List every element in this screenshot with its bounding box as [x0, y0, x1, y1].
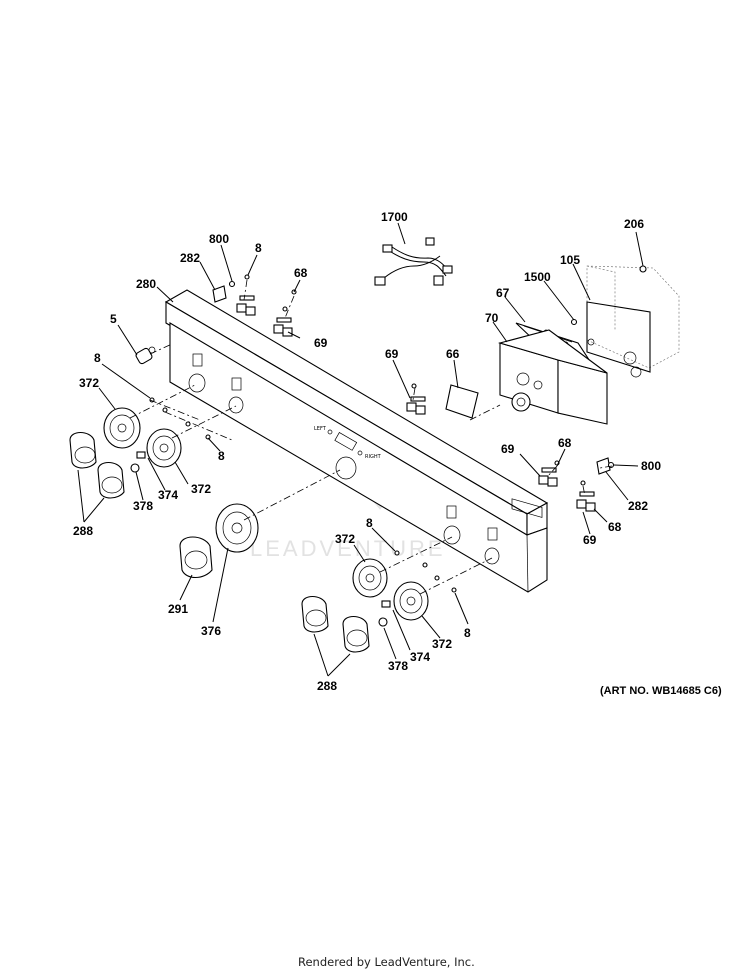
- footer-credit: Rendered by LeadVenture, Inc.: [298, 955, 475, 969]
- label-8-left-low: 8: [218, 449, 225, 463]
- label-1700: 1700: [381, 210, 408, 224]
- label-69-mid: 69: [385, 347, 399, 361]
- left-knob-group: [69, 407, 182, 499]
- label-800-top: 800: [209, 232, 229, 246]
- right-knob-group: [301, 558, 429, 653]
- switch-clusters: [149, 274, 615, 593]
- label-69-right-low: 69: [583, 533, 597, 547]
- callout-labels: 1700 206 800 8 282 68 105 1500 280 67 5 …: [73, 210, 661, 693]
- label-378-left: 378: [133, 499, 153, 513]
- wire-harness-1700: [374, 237, 453, 286]
- label-8-top: 8: [255, 241, 262, 255]
- label-68-top: 68: [294, 266, 308, 280]
- panel-right-tag: RIGHT: [365, 454, 382, 460]
- label-8-left: 8: [94, 351, 101, 365]
- label-372-left-top: 372: [79, 376, 99, 390]
- label-66: 66: [446, 347, 460, 361]
- label-372-center: 372: [335, 532, 355, 546]
- leader-lines: [77, 222, 644, 677]
- label-291: 291: [168, 602, 188, 616]
- label-374-left: 374: [158, 488, 178, 502]
- label-68-right-low: 68: [608, 520, 622, 534]
- panel-cutouts: LEFT RIGHT: [188, 353, 500, 565]
- label-8-right-low: 8: [464, 626, 471, 640]
- center-knob-group: [179, 503, 259, 579]
- label-282-right: 282: [628, 499, 648, 513]
- label-374-right: 374: [410, 650, 430, 664]
- label-68-right: 68: [558, 436, 572, 450]
- label-800-right: 800: [641, 459, 661, 473]
- label-280: 280: [136, 277, 156, 291]
- label-5: 5: [110, 312, 117, 326]
- art-number: (ART NO. WB14685 C6): [600, 685, 722, 697]
- label-1500: 1500: [524, 270, 551, 284]
- label-288-right: 288: [317, 679, 337, 693]
- label-105: 105: [560, 253, 580, 267]
- label-69-top: 69: [314, 336, 328, 350]
- label-372-right: 372: [432, 637, 452, 651]
- clock-module-70: [497, 329, 608, 518]
- panel-left-tag: LEFT: [314, 426, 327, 432]
- igniter-5: [135, 346, 156, 365]
- label-8-center: 8: [366, 516, 373, 530]
- control-panel-280: LEFT RIGHT: [164, 289, 549, 593]
- label-288-left: 288: [73, 524, 93, 538]
- overlay-66: [445, 384, 479, 419]
- alignment-lines: [129, 279, 613, 595]
- label-69-right: 69: [501, 442, 515, 456]
- label-372-left-low: 372: [191, 482, 211, 496]
- label-376: 376: [201, 624, 221, 638]
- label-282-top: 282: [180, 251, 200, 265]
- label-67: 67: [496, 286, 510, 300]
- control-board-105: [586, 265, 680, 378]
- label-206: 206: [624, 217, 644, 231]
- label-378-right: 378: [388, 659, 408, 673]
- label-70: 70: [485, 311, 499, 325]
